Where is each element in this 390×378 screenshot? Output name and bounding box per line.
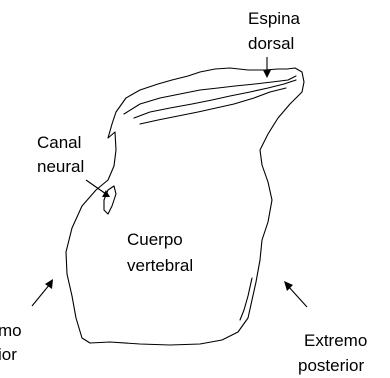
posterior-inner-line: [239, 277, 253, 321]
extremo-right-arrow-shaft: [287, 285, 308, 308]
vertebra-outline: [65, 67, 305, 346]
label-extremo-right-line1: Extremo: [304, 331, 367, 350]
label-canal-line1: Canal: [37, 133, 81, 152]
extremo-left-arrow-shaft: [31, 283, 51, 307]
label-cuerpo-line1: Cuerpo: [127, 230, 183, 249]
label-extremo-left-line2: ior: [0, 345, 17, 364]
label-espina-line1: Espina: [248, 9, 301, 28]
extremo-right-arrow-head: [284, 281, 293, 291]
extremo-left-arrow-head: [45, 279, 53, 289]
neural-canal: [103, 185, 117, 215]
label-espina-line2: dorsal: [248, 34, 294, 53]
spine-inner-line-1: [123, 75, 297, 115]
espina-arrow-head: [263, 70, 271, 78]
label-extremo-right-line2: posterior: [298, 356, 364, 375]
spine-inner-line-3: [139, 87, 287, 125]
label-canal-line2: neural: [37, 157, 84, 176]
spine-inner-line-2: [133, 79, 297, 119]
canal-arrow-head: [102, 190, 110, 197]
canal-arrow-shaft: [85, 179, 107, 195]
label-cuerpo-line2: vertebral: [127, 256, 193, 275]
label-extremo-left-line1: mo: [0, 321, 22, 340]
